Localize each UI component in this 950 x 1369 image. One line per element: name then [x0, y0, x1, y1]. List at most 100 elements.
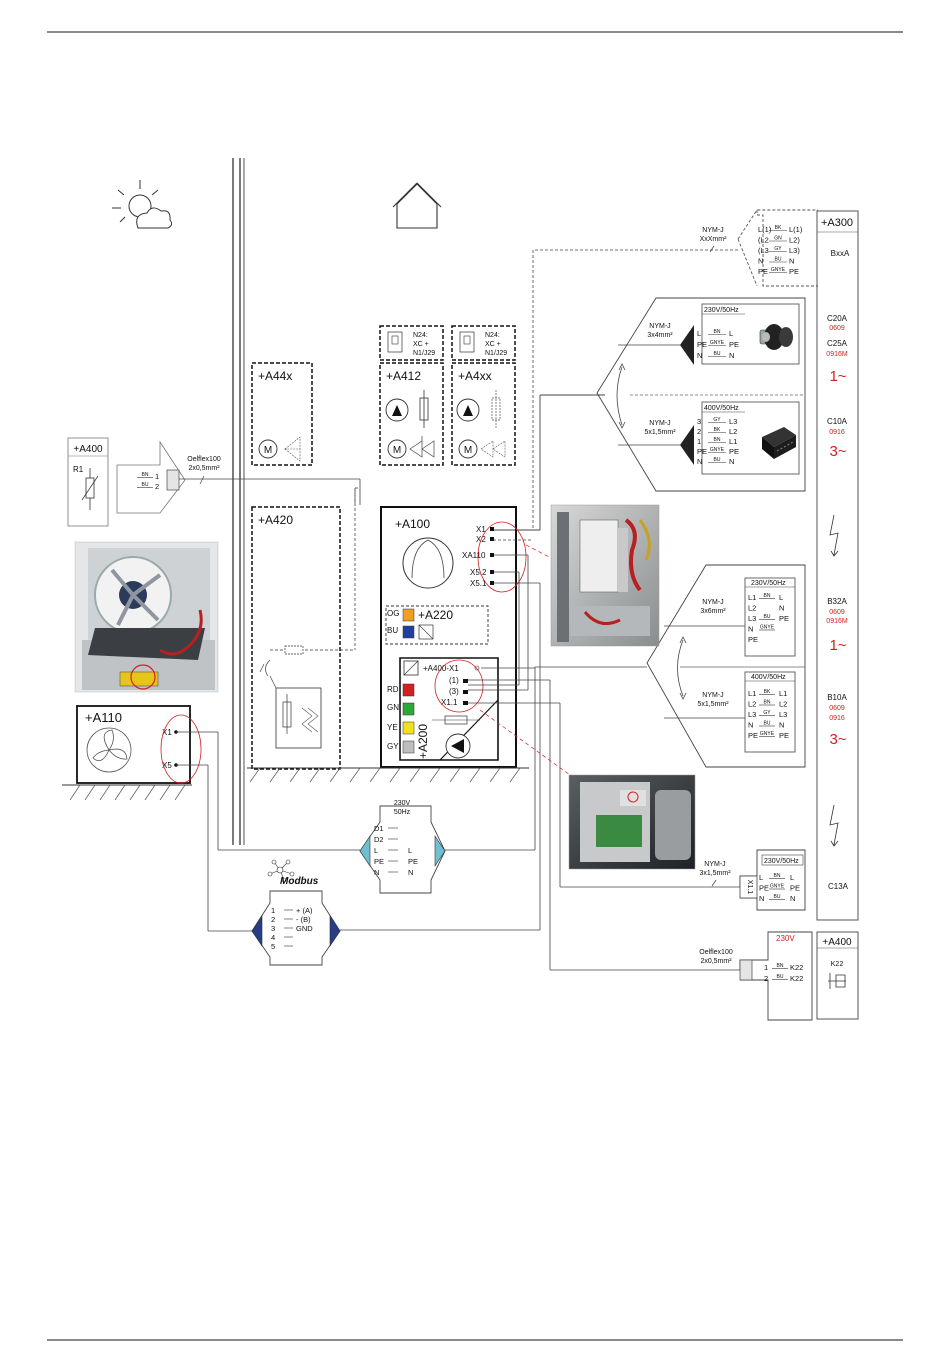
- wire-colour-code: BN: [777, 963, 784, 969]
- house-icon: [392, 182, 442, 229]
- heater-3ph-cable: NYM-J: [702, 692, 723, 699]
- fan-icon: [86, 727, 132, 773]
- sun-cloud-icon: [112, 180, 173, 229]
- a412-motor: M: [393, 445, 401, 456]
- modbus-label: Modbus: [280, 876, 319, 887]
- wire-colour-code: BK: [764, 689, 771, 695]
- terminal-left-label: PE: [748, 731, 758, 740]
- terminal-left-label: N: [759, 894, 764, 903]
- supply-3ph-voltage: 400V/50Hz: [704, 405, 739, 412]
- terminal-right-label: L: [729, 329, 733, 338]
- a4xx-title: +A4xx: [458, 369, 492, 383]
- a44x-motor: M: [264, 445, 272, 456]
- terminal-right-label: N: [408, 868, 413, 877]
- terminal-left-label: (L2: [758, 236, 769, 245]
- a100-term-x52: X5.2: [470, 568, 487, 577]
- terminal-left-label: N: [697, 457, 702, 466]
- a300-c20a: C20A: [827, 314, 848, 323]
- wire-colour-code: GY: [713, 417, 721, 423]
- wire-colour-code: BU: [142, 482, 149, 488]
- wire-colour-code: GY: [763, 710, 771, 716]
- a300-b10a: B10A: [827, 693, 847, 702]
- wire-colour-code: BU: [764, 614, 771, 620]
- terminal-left-label: L: [759, 873, 763, 882]
- terminal-right-label: L2: [779, 700, 787, 709]
- wire-colour-code: BN: [764, 593, 771, 599]
- a110-x5: X5: [162, 761, 172, 770]
- control-cable: NYM-J: [704, 861, 725, 868]
- terminal-right-label: N: [789, 257, 794, 266]
- a300-b32a: B32A: [827, 597, 847, 606]
- terminal-right-label: PE: [729, 447, 739, 456]
- a300-c25a: C25A: [827, 339, 848, 348]
- a412-title: +A412: [386, 369, 421, 383]
- terminal-right-label: N: [790, 894, 795, 903]
- terminal-number: 1: [697, 437, 701, 446]
- terminal-right-label: L3: [779, 710, 787, 719]
- terminal-right-label: K22: [790, 963, 803, 972]
- terminal-right-label: L: [790, 873, 794, 882]
- terminal-right-label: L2): [789, 236, 800, 245]
- a4xx-motor: M: [464, 445, 472, 456]
- r1-a400-title: +A400: [73, 444, 103, 455]
- a110-x1: X1: [162, 728, 172, 737]
- relay-coil-icon: [828, 973, 846, 989]
- terminal-right-label: L: [779, 593, 783, 602]
- wire-colour-code: GNYE: [770, 884, 785, 890]
- a420-title: +A420: [258, 513, 293, 527]
- round-plug-icon: [759, 324, 793, 350]
- wire-colour-code: BN: [142, 472, 149, 478]
- terminal-number: 2: [155, 482, 159, 491]
- k22-size: 2x0,5mm²: [700, 958, 732, 965]
- a300-phase3: 3~: [829, 443, 846, 460]
- top-supply-cable: NYM-J: [702, 227, 723, 234]
- terminal-right-label: N: [729, 457, 734, 466]
- square-plug-icon: [762, 427, 796, 459]
- modbus-pin-number: 5: [271, 942, 275, 951]
- terminal-left-label: PE: [748, 635, 758, 644]
- lightning-icon: [829, 514, 839, 557]
- indoor-unit-photo: [550, 504, 660, 647]
- terminal-left-label: PE: [697, 340, 707, 349]
- a300-phase3b: 3~: [829, 731, 846, 748]
- lightning-icon: [829, 804, 839, 847]
- r1-label: R1: [73, 465, 84, 474]
- a200-color-ye: YE: [387, 723, 398, 732]
- a100-unit: +A100 X1 X2 XA110 X5.2 X5.1 +A220 OG BU …: [380, 506, 527, 768]
- wire-colour-code: GY: [774, 246, 782, 252]
- terminal-right-label: PE: [789, 267, 799, 276]
- terminal-left-label: N: [748, 721, 753, 730]
- modbus-pin-number: 4: [271, 933, 275, 942]
- modbus-signal: GND: [296, 924, 313, 933]
- heater-1ph-size: 3x6mm²: [700, 608, 726, 615]
- control-size: 3x1,5mm²: [699, 870, 731, 877]
- terminal-left-label: L2: [748, 604, 756, 613]
- terminal-right-label: PE: [790, 884, 800, 893]
- terminal-left-label: L1: [748, 689, 756, 698]
- terminal-left-label: L3: [748, 614, 756, 623]
- a412-sensor-3: N1/J29: [413, 350, 435, 357]
- a4xx-sensor-3: N1/J29: [485, 350, 507, 357]
- floor: [247, 767, 529, 783]
- modbus-pin-number: 1: [271, 906, 275, 915]
- modbus-signal: - (B): [296, 915, 311, 924]
- terminal-number: 2: [697, 427, 701, 436]
- wire-colour-code: BU: [714, 351, 721, 357]
- outdoor-unit-photo: [74, 541, 219, 693]
- a200-color-gn: GN: [387, 703, 399, 712]
- control-terminal: X1.1: [746, 880, 753, 895]
- a220-og: OG: [387, 609, 399, 618]
- a300-b32a-code2: 0916M: [826, 618, 848, 625]
- building-wall: [232, 158, 245, 845]
- a300-panel: +A300 BxxA C20A 0609 C25A 0916M 1~ C10A …: [816, 210, 859, 921]
- a4xx-module: N24: XC + N1/J29 +A4xx M: [451, 325, 516, 466]
- wire-colour-code: BK: [775, 225, 782, 231]
- k22-a400-title: +A400: [822, 937, 852, 948]
- terminal-number: 1: [155, 472, 159, 481]
- a300-c13a: C13A: [828, 882, 849, 891]
- a300-phase1: 1~: [829, 368, 846, 385]
